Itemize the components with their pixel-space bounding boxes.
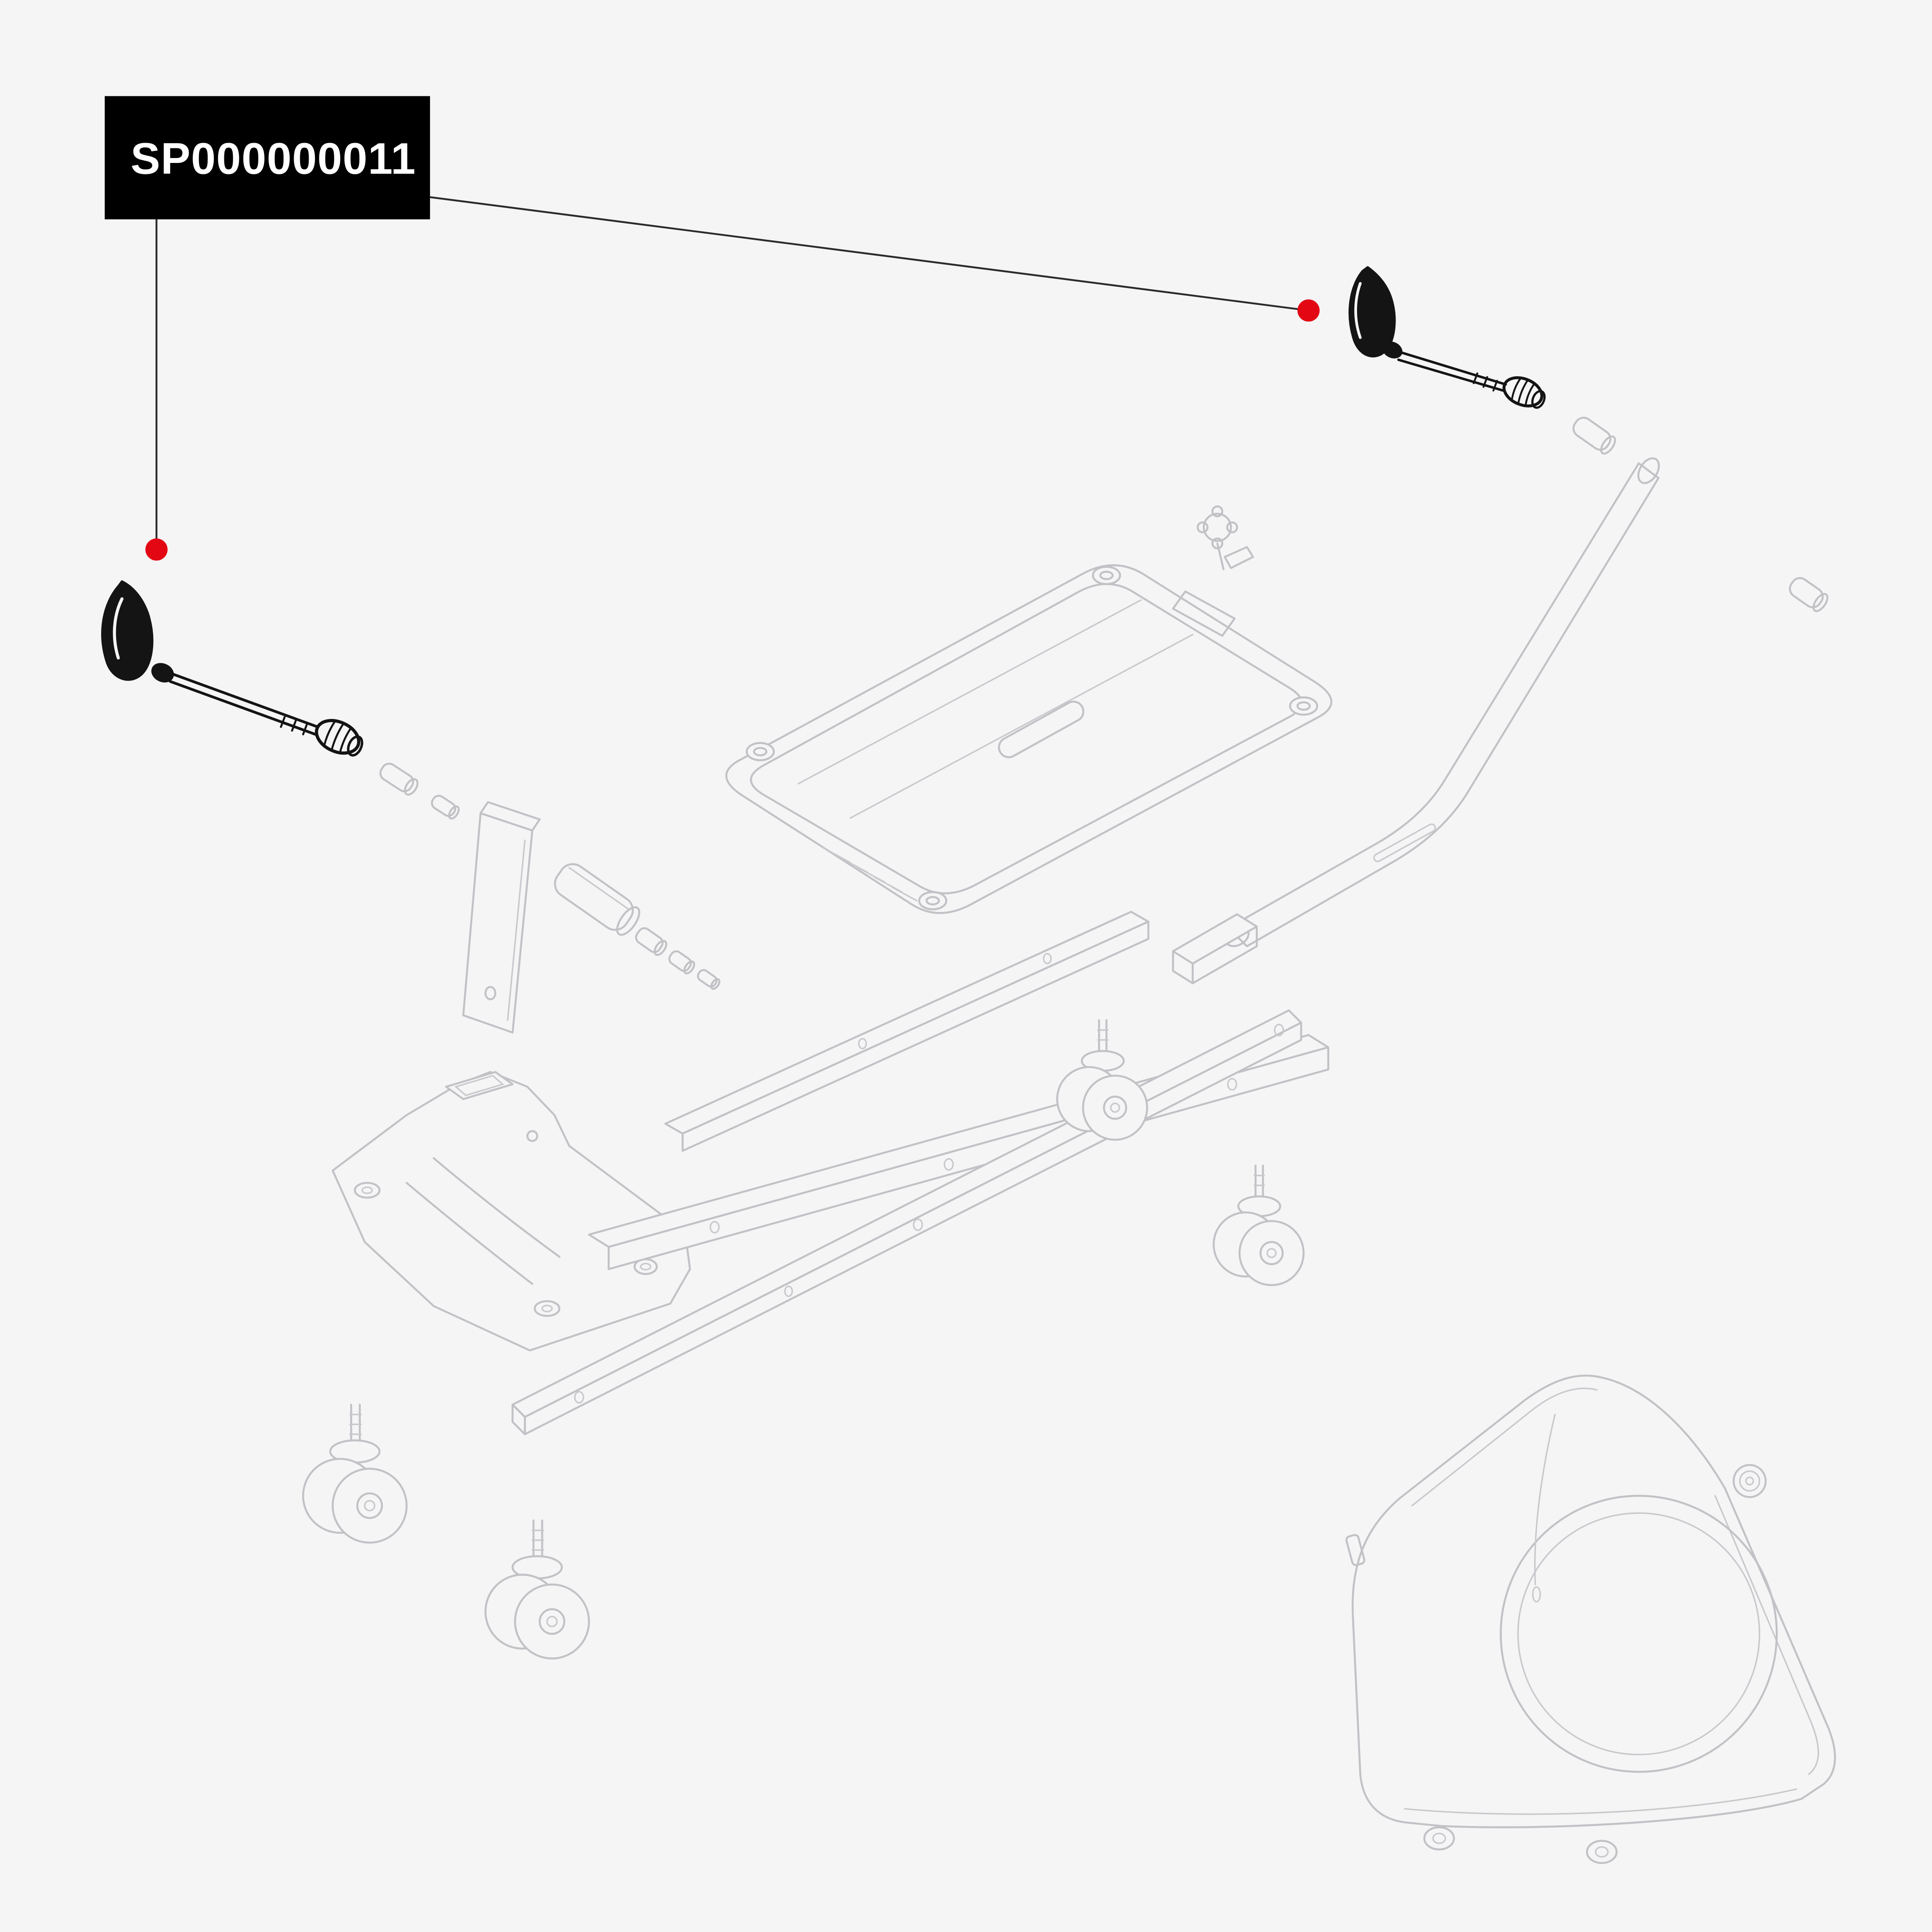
tray-grip-hatch (822, 847, 918, 902)
callout-dot-right (1297, 299, 1320, 322)
skewer-end-nut (1502, 376, 1546, 409)
spacer-bushings-right (1572, 416, 1829, 612)
bag-logo (1732, 1464, 1767, 1498)
rail-back (664, 911, 1149, 1152)
cross-tube (554, 863, 640, 936)
adjustment-knob (1196, 505, 1254, 571)
bracket-plate (462, 801, 541, 1034)
tray-foot (745, 566, 1318, 911)
leader-line-right (430, 196, 1309, 312)
bag-wheel (1423, 1826, 1618, 1864)
callout-dot-left (145, 538, 168, 561)
tray-panel (725, 564, 1333, 914)
quick-release-skewer-left (101, 580, 363, 757)
callout-leaders (145, 196, 1320, 561)
part-label-tag: SP000000011 (105, 96, 430, 219)
caster-wheel-right (1213, 1164, 1305, 1286)
receiver-square-tube (1172, 913, 1258, 984)
bike-travel-bag (1345, 1374, 1836, 1864)
caster-wheel-bottom-center (484, 1519, 590, 1660)
spacer-bushings-center (635, 927, 721, 990)
caster-wheel-bottom-left (302, 1403, 408, 1544)
caster-wheel-middle (1056, 1019, 1148, 1141)
spacer-bushings-left (379, 763, 460, 820)
skewer-end-nut (315, 719, 363, 757)
part-label-background (105, 96, 430, 219)
quick-release-skewer-right (1348, 266, 1546, 409)
base-foot (332, 1071, 691, 1352)
part-number-text: SP000000011 (131, 134, 416, 183)
